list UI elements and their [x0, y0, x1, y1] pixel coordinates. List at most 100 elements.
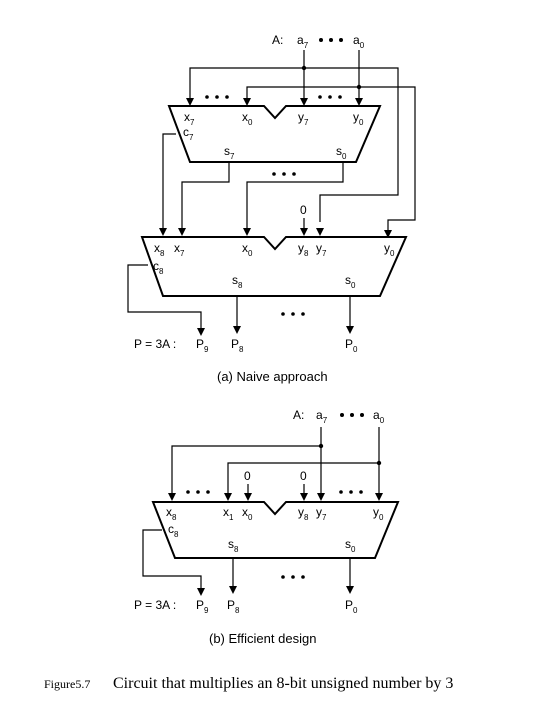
efficient-adder-block [151, 501, 400, 559]
naive-adder2-y8: y8 [298, 241, 309, 258]
efficient-diagram: A: a7 a0 0 0 x8 x1 x0 y8 [134, 408, 400, 646]
arrow-head [178, 228, 186, 236]
efficient-input-a0-label: a0 [373, 408, 385, 425]
naive-const-zero: 0 [300, 203, 307, 217]
efficient-adder-c8: c8 [168, 522, 179, 539]
naive-adder2-x8: x8 [154, 241, 165, 258]
efficient-adder-x8: x8 [166, 505, 177, 522]
efficient-junction [318, 443, 324, 449]
naive-adder1-input-dots [205, 95, 342, 99]
naive-adder2-y7: y7 [316, 241, 327, 258]
arrow-head [233, 326, 241, 334]
arrow-head [186, 98, 194, 106]
naive-adder1-s7: s7 [224, 144, 235, 161]
naive-caption: (a) Naive approach [217, 369, 328, 384]
efficient-wire-c8-to-p9 [142, 529, 202, 590]
arrow-head [300, 98, 308, 106]
efficient-zero-left: 0 [244, 469, 251, 483]
naive-adder2-s8: s8 [232, 273, 243, 290]
arrow-head [355, 98, 363, 106]
arrow-head [229, 586, 237, 594]
naive-adder1-block [167, 105, 382, 163]
efficient-output-p9: P9 [196, 598, 209, 615]
arrow-head [244, 493, 252, 501]
efficient-adder-y0: y0 [373, 505, 384, 522]
efficient-ellipsis-dot [360, 413, 364, 417]
naive-input-a0-label: a0 [353, 33, 365, 50]
naive-output-dots [281, 312, 305, 316]
naive-wire-c7-to-x8 [162, 133, 176, 229]
arrow-head [316, 228, 324, 236]
efficient-adder-x1: x1 [223, 505, 234, 522]
naive-adder1-y7: y7 [298, 110, 309, 127]
efficient-adder-x0: x0 [242, 505, 253, 522]
naive-adder1-c7: c7 [183, 125, 194, 142]
arrow-head [197, 588, 205, 596]
arrow-head [243, 228, 251, 236]
arrow-head [346, 326, 354, 334]
figure-number: Figure5.7 [44, 677, 90, 691]
naive-ellipsis-dot [319, 38, 323, 42]
naive-adder2-block [140, 236, 408, 297]
arrow-head [168, 493, 176, 501]
naive-wire-c8-to-p9 [127, 264, 202, 330]
naive-adder2-c8: c8 [153, 259, 164, 276]
naive-ellipsis-dot [329, 38, 333, 42]
naive-ellipsis-dot [339, 38, 343, 42]
arrow-head [159, 228, 167, 236]
efficient-wire-a0-to-x1 [227, 462, 379, 494]
figure-title: Circuit that multiplies an 8-bit unsigne… [113, 675, 453, 692]
efficient-input-A-label: A: [293, 408, 304, 422]
naive-output-p8: P8 [231, 337, 244, 354]
arrow-head [300, 228, 308, 236]
arrow-head [243, 98, 251, 106]
naive-wire-s0-to-x0 [246, 162, 344, 229]
naive-adder1-x7: x7 [184, 110, 195, 127]
naive-wire-a0-to-adder2 [359, 86, 416, 236]
naive-adder2-x0: x0 [242, 241, 253, 258]
naive-adder1-x0: x0 [242, 110, 253, 127]
naive-wire-s7-to-x7 [181, 162, 230, 229]
efficient-adder-y8: y8 [298, 505, 309, 522]
efficient-ellipsis-dot [350, 413, 354, 417]
efficient-output-label: P = 3A : [134, 598, 176, 612]
efficient-output-dots [281, 575, 305, 579]
arrow-head [197, 328, 205, 336]
naive-diagram: A: a7 a0 x7 x0 y7 y0 c7 s7 s0 [127, 33, 416, 384]
naive-wire-a7-to-adder2 [304, 67, 399, 222]
efficient-ellipsis-dot [340, 413, 344, 417]
arrow-head [224, 493, 232, 501]
efficient-adder-s8: s8 [228, 537, 239, 554]
naive-output-p9: P9 [196, 337, 209, 354]
naive-wire-a0-to-x0 [246, 86, 359, 100]
efficient-output-p0: P0 [345, 598, 358, 615]
arrow-head [300, 493, 308, 501]
arrow-head [375, 493, 383, 501]
naive-output-p0: P0 [345, 337, 358, 354]
naive-output-label: P = 3A : [134, 337, 176, 351]
naive-wire-a7-to-x7 [189, 67, 304, 100]
naive-middle-dots [272, 172, 296, 176]
naive-adder2-s0: s0 [345, 273, 356, 290]
efficient-zero-right: 0 [300, 469, 307, 483]
arrow-head [317, 493, 325, 501]
efficient-caption: (b) Efficient design [209, 631, 316, 646]
efficient-junction [376, 460, 382, 466]
arrow-head [346, 586, 354, 594]
naive-input-A-label: A: [272, 33, 283, 47]
naive-adder1-s0: s0 [336, 144, 347, 161]
naive-input-a7-label: a7 [297, 33, 309, 50]
naive-junction [301, 65, 307, 71]
efficient-input-dots [186, 490, 363, 494]
efficient-output-p8: P8 [227, 598, 240, 615]
efficient-wire-a7-to-x8 [171, 445, 321, 494]
naive-adder2-x7: x7 [174, 241, 185, 258]
efficient-input-a7-label: a7 [316, 408, 328, 425]
efficient-adder-y7: y7 [316, 505, 327, 522]
naive-adder2-y0: y0 [384, 241, 395, 258]
naive-junction [356, 84, 362, 90]
efficient-adder-s0: s0 [345, 537, 356, 554]
arrow-head [384, 230, 392, 238]
naive-adder1-y0: y0 [353, 110, 364, 127]
